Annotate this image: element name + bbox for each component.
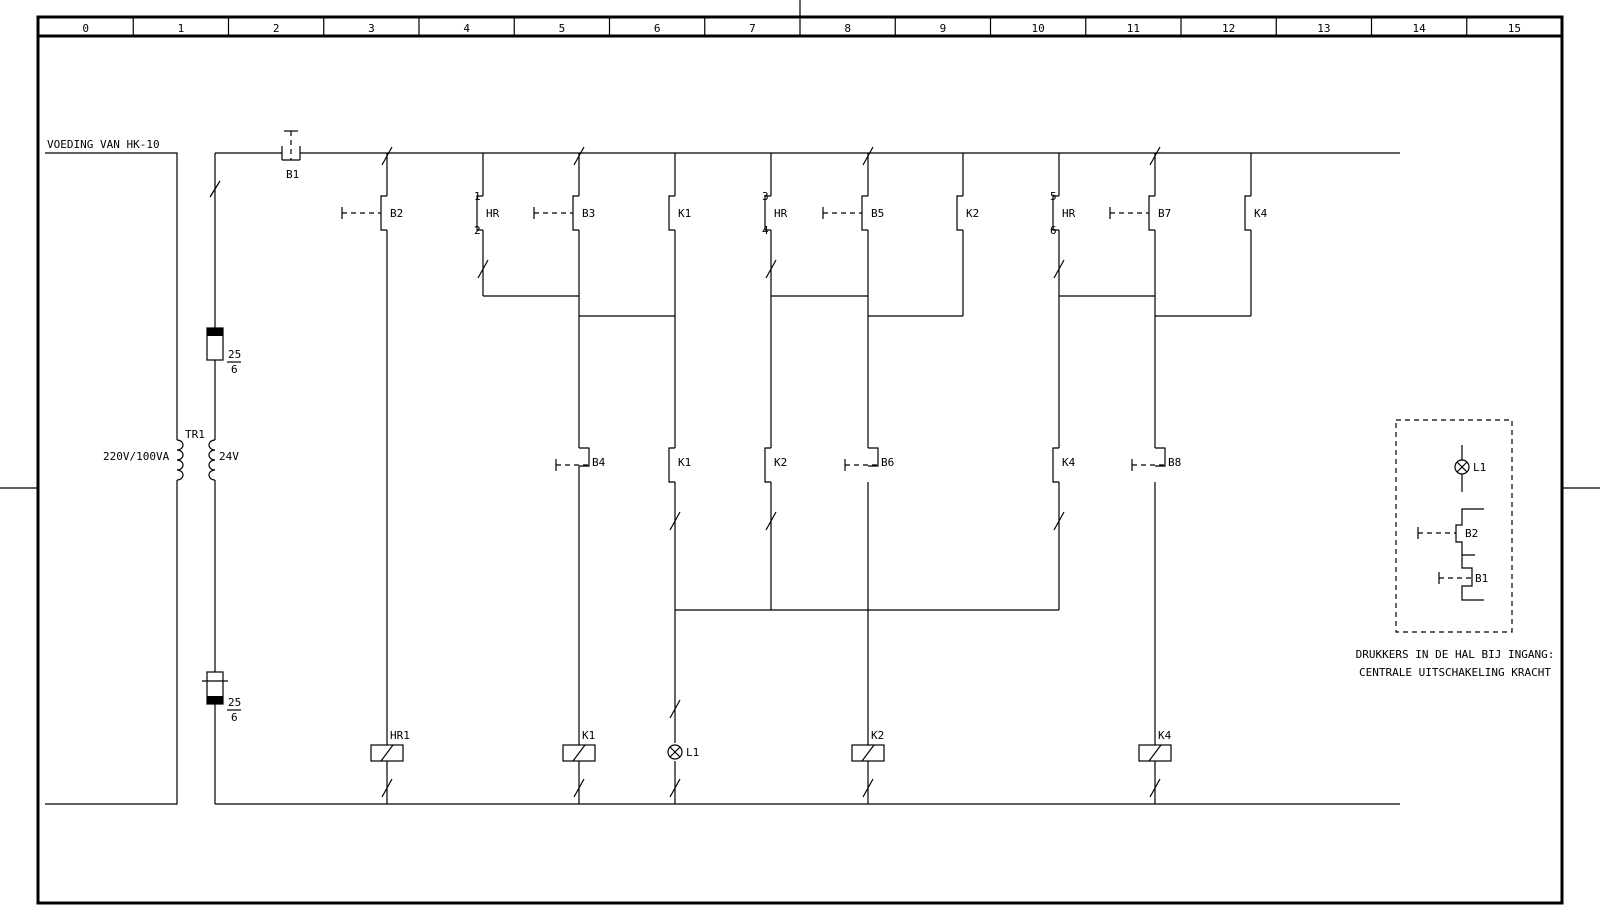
contact-k2-hold xyxy=(956,195,963,231)
contact-b8-label: B8 xyxy=(1168,456,1181,469)
fuse-bottom-rating-den: 6 xyxy=(231,711,238,724)
contact-hr-2-top: 3 xyxy=(762,190,769,203)
lamp-l1-label: L1 xyxy=(686,746,699,759)
hall-caption-line2: CENTRALE UITSCHAKELING KRACHT xyxy=(1359,666,1551,679)
contact-k2-lamp-label: K2 xyxy=(774,456,787,469)
coil-hr1 xyxy=(370,744,404,762)
contact-k4-hold xyxy=(1244,195,1251,231)
contact-k1-hold xyxy=(668,195,675,231)
lamp-l1 xyxy=(667,744,683,760)
contact-k1-lamp-label: K1 xyxy=(678,456,691,469)
primary-wire xyxy=(45,152,178,440)
contact-k2-lamp xyxy=(764,447,771,483)
contact-b8 xyxy=(1131,447,1166,471)
sheet-frame xyxy=(36,15,1564,905)
hall-button-b1-label: B1 xyxy=(1475,572,1488,585)
primary-rating: 220V/100VA xyxy=(103,450,170,463)
contact-hr-2-label: HR xyxy=(774,207,788,220)
coil-k2 xyxy=(851,744,885,762)
coil-k4 xyxy=(1138,744,1172,762)
fuse-bottom-rating: 25 xyxy=(228,696,241,709)
contact-b7 xyxy=(1109,195,1155,231)
coil-k2-label: K2 xyxy=(871,729,884,742)
supply-label: VOEDING VAN HK-10 xyxy=(47,138,160,151)
column-number: 6 xyxy=(654,22,661,35)
hall-button-b1 xyxy=(1438,554,1484,601)
column-number: 13 xyxy=(1317,22,1330,35)
coil-k1-label: K1 xyxy=(582,729,595,742)
contact-k2-hold-label: K2 xyxy=(966,207,979,220)
contact-b5-label: B5 xyxy=(871,207,884,220)
column-number: 8 xyxy=(844,22,851,35)
fuse-top-rating: 25 xyxy=(228,348,241,361)
contact-hr-3-bot: 6 xyxy=(1050,224,1057,237)
hall-button-b2 xyxy=(1417,508,1484,555)
contact-hr-1-top: 1 xyxy=(474,190,481,203)
contact-hr-3-label: HR xyxy=(1062,207,1076,220)
b1-stop-button xyxy=(281,130,301,161)
coil-k4-label: K4 xyxy=(1158,729,1172,742)
contact-b5 xyxy=(822,195,868,231)
contact-hr-3 xyxy=(1052,195,1059,231)
contact-b2-label: B2 xyxy=(390,207,403,220)
contact-b3-label: B3 xyxy=(582,207,595,220)
contact-k4-lamp-label: K4 xyxy=(1062,456,1076,469)
contact-k1-lamp xyxy=(668,447,675,483)
column-number: 2 xyxy=(273,22,280,35)
contact-hr-1 xyxy=(476,195,483,231)
column-number: 12 xyxy=(1222,22,1235,35)
contact-b2 xyxy=(341,195,387,231)
contact-hr-1-bot: 2 xyxy=(474,224,481,237)
column-number: 5 xyxy=(559,22,566,35)
contact-hr-3-top: 5 xyxy=(1050,190,1057,203)
contact-b4-label: B4 xyxy=(592,456,606,469)
contact-b4 xyxy=(555,447,590,482)
transformer-label: TR1 xyxy=(185,428,205,441)
hall-button-box xyxy=(1395,419,1513,633)
column-number: 9 xyxy=(940,22,947,35)
contact-hr-2 xyxy=(764,195,771,231)
hall-caption-line1: DRUKKERS IN DE HAL BIJ INGANG: xyxy=(1356,648,1555,661)
control-network xyxy=(381,146,1252,804)
tick xyxy=(209,180,221,198)
column-number: 14 xyxy=(1413,22,1427,35)
fuse-top xyxy=(206,327,224,361)
contact-hr-1-label: HR xyxy=(486,207,500,220)
primary-return xyxy=(45,480,178,805)
column-number: 1 xyxy=(178,22,185,35)
contact-b6-label: B6 xyxy=(881,456,894,469)
coil-k1 xyxy=(562,744,596,762)
contact-k1-hold-label: K1 xyxy=(678,207,691,220)
column-number: 15 xyxy=(1508,22,1521,35)
contact-b6 xyxy=(844,447,879,471)
hall-button-b2-label: B2 xyxy=(1465,527,1478,540)
column-number: 4 xyxy=(463,22,470,35)
column-number: 3 xyxy=(368,22,375,35)
contact-b3 xyxy=(533,195,579,231)
contact-k4-hold-label: K4 xyxy=(1254,207,1268,220)
column-number: 11 xyxy=(1127,22,1140,35)
coil-hr1-label: HR1 xyxy=(390,729,410,742)
column-number: 0 xyxy=(82,22,89,35)
contact-hr-2-bot: 4 xyxy=(762,224,769,237)
b1-label: B1 xyxy=(286,168,299,181)
secondary-rating: 24V xyxy=(219,450,239,463)
contact-b7-label: B7 xyxy=(1158,207,1171,220)
fuse-bottom xyxy=(202,671,228,705)
secondary-winding xyxy=(208,439,216,481)
hall-lamp xyxy=(1454,445,1470,492)
column-number: 10 xyxy=(1032,22,1045,35)
fuse-top-rating-den: 6 xyxy=(231,363,238,376)
contact-k4-lamp xyxy=(1052,447,1059,483)
primary-winding xyxy=(176,439,184,481)
column-number: 7 xyxy=(749,22,756,35)
hall-lamp-label: L1 xyxy=(1473,461,1486,474)
